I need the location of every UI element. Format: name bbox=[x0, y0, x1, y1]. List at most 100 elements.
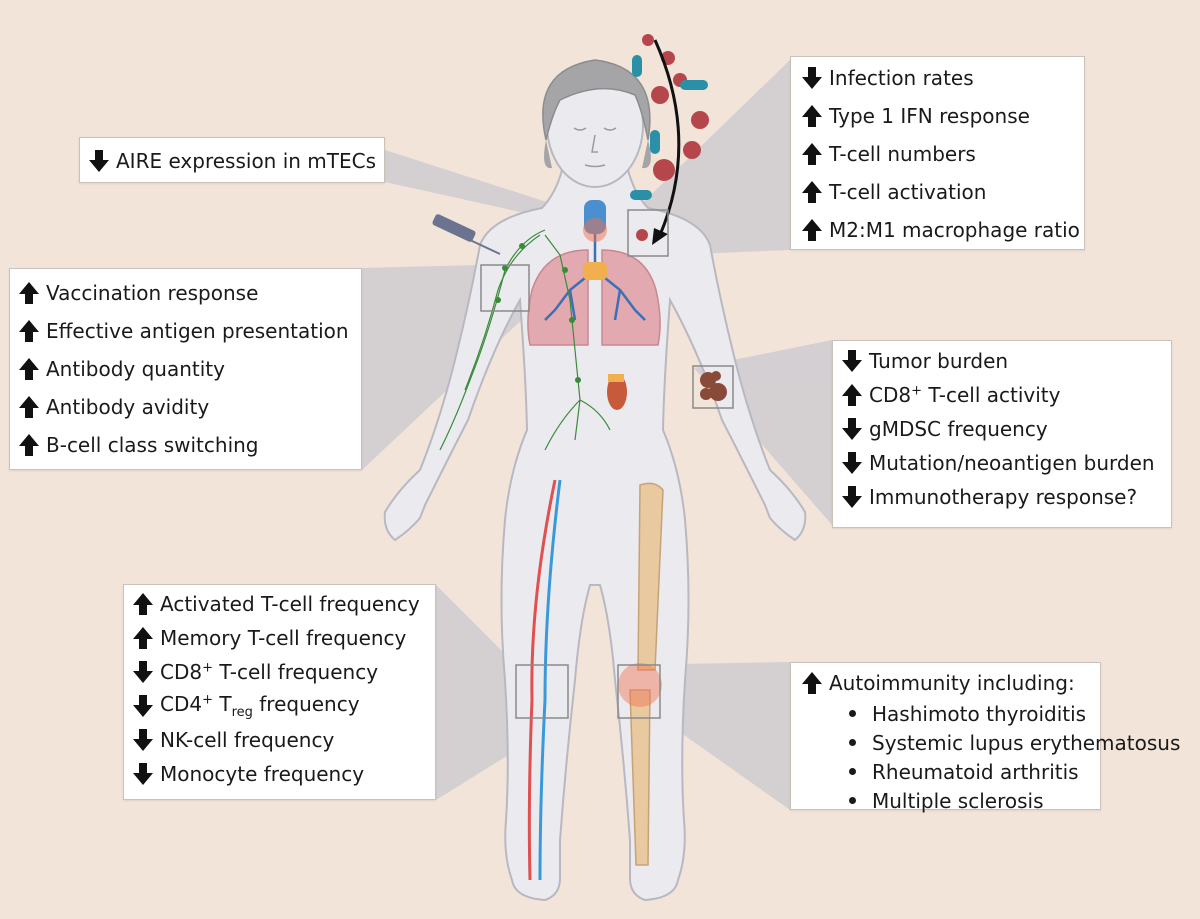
down-arrow-icon bbox=[842, 486, 862, 508]
down-arrow-icon bbox=[133, 763, 153, 785]
infection-item-text: Infection rates bbox=[829, 66, 974, 90]
up-arrow-icon bbox=[19, 282, 39, 304]
vaccination-item-text: Vaccination response bbox=[46, 281, 259, 305]
blood-item-text: Monocyte frequency bbox=[160, 762, 365, 786]
tumor-item-pre: CD8 bbox=[869, 383, 912, 407]
wedge-thymus bbox=[385, 150, 578, 222]
tumor-item-sup: + bbox=[911, 383, 922, 399]
vaccination-item-text: Antibody quantity bbox=[46, 357, 225, 381]
tumor-item: Mutation/neoantigen burden bbox=[841, 446, 1171, 480]
infection-item-text: Type 1 IFN response bbox=[829, 104, 1030, 128]
autoimmunity-bullet-text: Multiple sclerosis bbox=[872, 788, 1044, 813]
down-arrow-icon bbox=[133, 729, 153, 751]
tumor bbox=[700, 371, 727, 401]
blood-item-pre: CD8 bbox=[160, 660, 203, 684]
vaccination-item: B-cell class switching bbox=[18, 426, 361, 464]
thymus bbox=[583, 262, 607, 280]
autoimmunity-box: Autoimmunity including: Hashimoto thyroi… bbox=[790, 662, 1180, 813]
infection-item: T-cell activation bbox=[801, 173, 1084, 211]
up-arrow-icon bbox=[842, 384, 862, 406]
up-arrow-icon bbox=[802, 143, 822, 165]
tumor-item: CD8+ T-cell activity bbox=[841, 378, 1171, 412]
vaccination-item: Vaccination response bbox=[18, 274, 361, 312]
thymus-box: AIRE expression in mTECs bbox=[79, 137, 385, 183]
tumor-item: gMDSC frequency bbox=[841, 412, 1171, 446]
infection-arrowhead bbox=[652, 228, 668, 245]
autoimmunity-bullet-text: Hashimoto thyroiditis bbox=[872, 701, 1087, 726]
lymphatic-vessels bbox=[439, 229, 611, 451]
infection-item: Infection rates bbox=[801, 59, 1084, 97]
blood-item-sup: + bbox=[202, 660, 213, 676]
bronchi bbox=[544, 230, 646, 321]
blood-item-pre: CD4 bbox=[160, 692, 203, 716]
blood-item-text: Activated T-cell frequency bbox=[160, 592, 420, 616]
up-arrow-icon bbox=[19, 434, 39, 456]
tumor-item-text: CD8+ T-cell activity bbox=[869, 383, 1060, 407]
hair bbox=[542, 59, 651, 141]
up-arrow-icon bbox=[802, 181, 822, 203]
blood-item-sub: reg bbox=[231, 705, 253, 720]
bullet-dot-icon bbox=[849, 710, 856, 717]
up-arrow-icon bbox=[19, 320, 39, 342]
up-arrow-icon bbox=[19, 358, 39, 380]
up-arrow-icon bbox=[133, 593, 153, 615]
thymus-item: AIRE expression in mTECs bbox=[88, 142, 384, 180]
down-arrow-icon bbox=[842, 452, 862, 474]
up-arrow-icon bbox=[802, 105, 822, 127]
blood-item: CD8+ T-cell frequency bbox=[132, 655, 435, 689]
tumor-item-text: Immunotherapy response? bbox=[869, 485, 1138, 509]
blood-item: Memory T-cell frequency bbox=[132, 621, 435, 655]
autoimmunity-bullet: Rheumatoid arthritis bbox=[801, 757, 1100, 786]
autoimmunity-bullet-text: Systemic lupus erythematosus bbox=[872, 730, 1181, 755]
wedge-blood bbox=[436, 585, 568, 800]
infection-item-text: T-cell activation bbox=[829, 180, 987, 204]
up-arrow-icon bbox=[802, 672, 822, 694]
syringe-icon bbox=[432, 214, 501, 255]
blood-item-text: CD4+ Treg frequency bbox=[160, 692, 360, 720]
blood-item-text: Memory T-cell frequency bbox=[160, 626, 407, 650]
infection-item: M2:M1 macrophage ratio bbox=[801, 211, 1084, 249]
blood-item-post: T-cell frequency bbox=[213, 660, 379, 684]
tumor-item-text: Mutation/neoantigen burden bbox=[869, 451, 1155, 475]
bullet-dot-icon bbox=[849, 797, 856, 804]
vaccination-item-text: B-cell class switching bbox=[46, 433, 259, 457]
autoimmunity-bullet: Multiple sclerosis bbox=[801, 786, 1100, 815]
lymph-nodes bbox=[495, 243, 581, 383]
vaccination-item: Antibody avidity bbox=[18, 388, 361, 426]
infection-item-text: T-cell numbers bbox=[829, 142, 976, 166]
blood-item: CD4+ Treg frequency bbox=[132, 689, 435, 723]
down-arrow-icon bbox=[89, 150, 109, 172]
vaccination-item-text: Effective antigen presentation bbox=[46, 319, 349, 343]
blood-vessels bbox=[527, 479, 562, 881]
face bbox=[573, 127, 617, 168]
infection-item: T-cell numbers bbox=[801, 135, 1084, 173]
blood-item-post: frequency bbox=[252, 692, 360, 716]
tumor-item-post: T-cell activity bbox=[922, 383, 1061, 407]
knee-inflammation bbox=[618, 663, 662, 707]
tumor-item-text: gMDSC frequency bbox=[869, 417, 1048, 441]
tumor-item: Tumor burden bbox=[841, 344, 1171, 378]
autoimmunity-bullet: Systemic lupus erythematosus bbox=[801, 728, 1180, 757]
autoimmunity-header: Autoimmunity including: bbox=[801, 667, 1100, 699]
vaccination-item-text: Antibody avidity bbox=[46, 395, 210, 419]
tumor-item-text: Tumor burden bbox=[869, 349, 1009, 373]
vaccination-item: Antibody quantity bbox=[18, 350, 361, 388]
bullet-dot-icon bbox=[849, 739, 856, 746]
infection-item: Type 1 IFN response bbox=[801, 97, 1084, 135]
bullet-dot-icon bbox=[849, 768, 856, 775]
vaccination-item: Effective antigen presentation bbox=[18, 312, 361, 350]
blood-item-mid: T bbox=[213, 692, 232, 716]
tumor-item: Immunotherapy response? bbox=[841, 480, 1171, 514]
up-arrow-icon bbox=[19, 396, 39, 418]
blood-item: Activated T-cell frequency bbox=[132, 587, 435, 621]
kidney bbox=[607, 374, 627, 410]
down-arrow-icon bbox=[802, 67, 822, 89]
thymus-inflammation bbox=[583, 218, 607, 242]
up-arrow-icon bbox=[802, 219, 822, 241]
